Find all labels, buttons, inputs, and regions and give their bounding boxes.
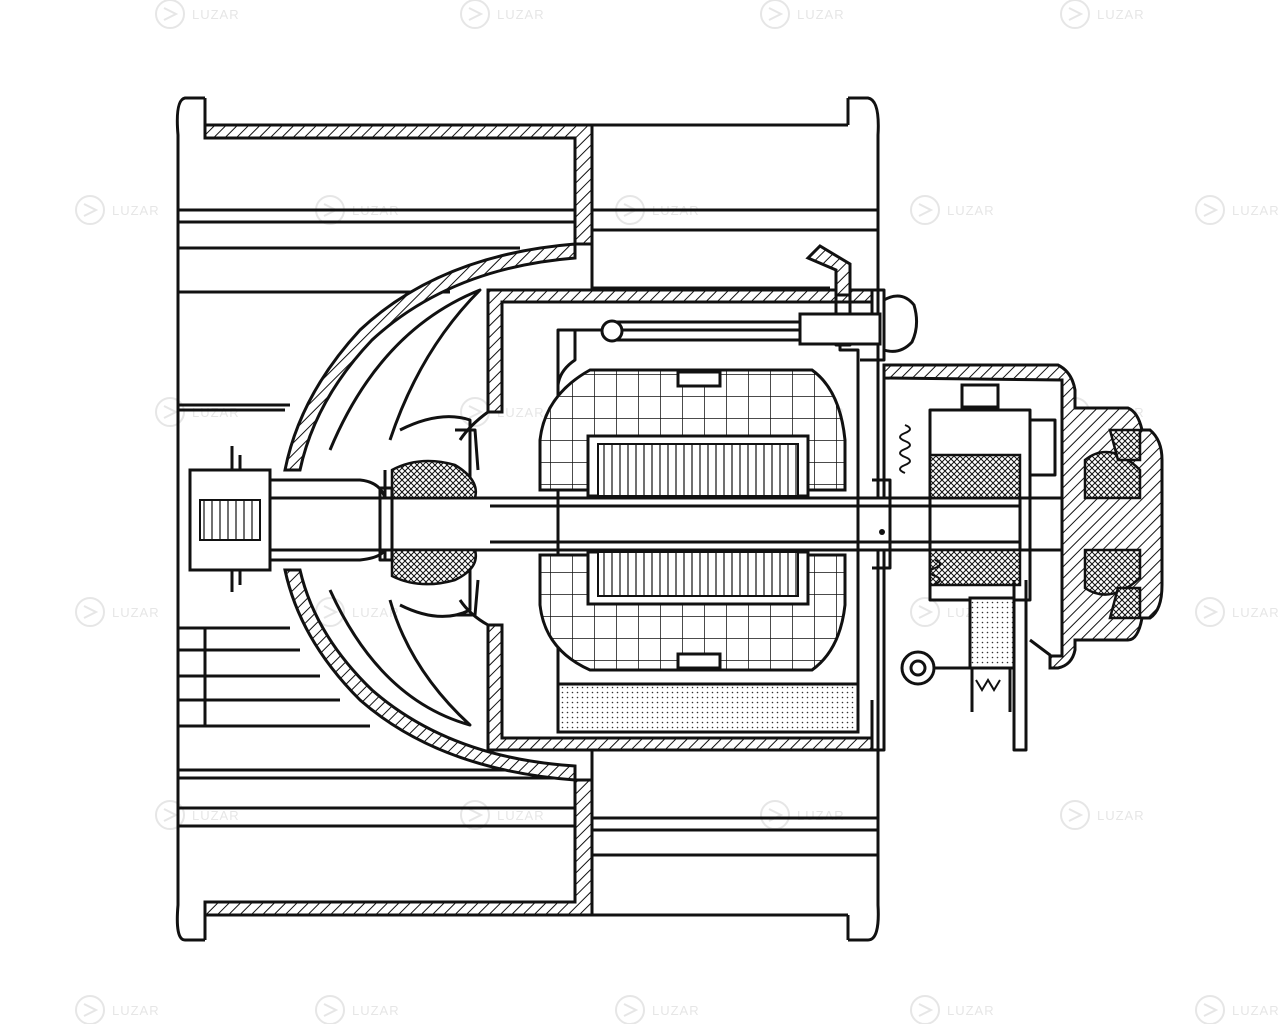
watermark-text: LUZAR [947, 1003, 995, 1018]
watermark-logo: LUZAR [155, 0, 240, 29]
luzar-logo-icon [1195, 195, 1225, 225]
luzar-logo-icon [460, 0, 490, 29]
luzar-logo-icon [1195, 995, 1225, 1024]
watermark-text: LUZAR [1232, 605, 1280, 620]
watermark-logo: LUZAR [155, 397, 240, 427]
watermark-text: LUZAR [112, 605, 160, 620]
brush-holder [899, 383, 1057, 752]
watermark-text: LUZAR [192, 7, 240, 22]
luzar-logo-icon [155, 397, 185, 427]
luzar-logo-icon [155, 0, 185, 29]
watermark-logo: LUZAR [1060, 0, 1145, 29]
watermark-logo: LUZAR [315, 597, 400, 627]
watermark-text: LUZAR [1232, 203, 1280, 218]
watermark-logo: LUZAR [615, 995, 700, 1024]
watermark-text: LUZAR [352, 605, 400, 620]
luzar-logo-icon [910, 995, 940, 1024]
watermark-logo: LUZAR [75, 995, 160, 1024]
watermark-logo: LUZAR [910, 195, 995, 225]
watermark-logo: LUZAR [760, 800, 845, 830]
mounting-bracket [600, 244, 852, 347]
watermark-logo: LUZAR [760, 0, 845, 29]
watermark-text: LUZAR [497, 7, 545, 22]
luzar-logo-icon [75, 597, 105, 627]
watermark-text: LUZAR [652, 1003, 700, 1018]
clamp-screw [798, 288, 919, 362]
luzar-logo-icon [1195, 597, 1225, 627]
luzar-logo-icon [760, 0, 790, 29]
watermark-logo: LUZAR [1060, 800, 1145, 830]
luzar-logo-icon [75, 195, 105, 225]
watermark-logo: LUZAR [460, 0, 545, 29]
watermark-text: LUZAR [112, 1003, 160, 1018]
luzar-logo-icon [910, 195, 940, 225]
watermark-text: LUZAR [192, 808, 240, 823]
magnet-block [556, 682, 860, 734]
watermark-text: LUZAR [947, 203, 995, 218]
watermark-logo: LUZAR [910, 995, 995, 1024]
watermark-logo: LUZAR [75, 597, 160, 627]
end-cap [882, 363, 1164, 670]
luzar-logo-icon [615, 995, 645, 1024]
luzar-logo-icon [315, 995, 345, 1024]
luzar-logo-icon [910, 597, 940, 627]
watermark-text: LUZAR [797, 7, 845, 22]
watermark-logo: LUZAR [1195, 195, 1280, 225]
watermark-text: LUZAR [1097, 7, 1145, 22]
watermark-text: LUZAR [497, 405, 545, 420]
luzar-logo-icon [155, 800, 185, 830]
watermark-text: LUZAR [1232, 1003, 1280, 1018]
luzar-logo-icon [460, 800, 490, 830]
watermark-text: LUZAR [797, 808, 845, 823]
luzar-logo-icon [75, 995, 105, 1024]
watermark-text: LUZAR [352, 1003, 400, 1018]
luzar-logo-icon [1060, 800, 1090, 830]
shaft [188, 496, 1160, 552]
watermark-logo: LUZAR [460, 800, 545, 830]
watermark-text: LUZAR [192, 405, 240, 420]
luzar-logo-icon [1060, 0, 1090, 29]
front-bearing [188, 428, 480, 617]
watermark-logo: LUZAR [1195, 995, 1280, 1024]
watermark-text: LUZAR [497, 808, 545, 823]
watermark-text: LUZAR [112, 203, 160, 218]
watermark-logo: LUZAR [1195, 597, 1280, 627]
watermark-logo: LUZAR [75, 195, 160, 225]
watermark-logo: LUZAR [155, 800, 240, 830]
watermark-text: LUZAR [1097, 808, 1145, 823]
luzar-logo-icon [760, 800, 790, 830]
watermark-logo: LUZAR [315, 995, 400, 1024]
rear-bearing [872, 478, 892, 570]
